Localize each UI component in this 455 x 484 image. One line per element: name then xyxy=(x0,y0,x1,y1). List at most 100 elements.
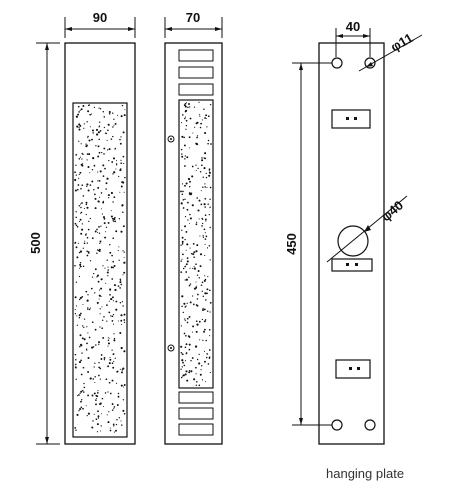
side-glass-speckle xyxy=(201,379,204,381)
front-glass-speckle xyxy=(113,339,116,342)
side-glass-speckle xyxy=(184,215,187,218)
front-glass-speckle xyxy=(94,328,97,331)
front-glass-speckle xyxy=(119,281,122,284)
front-glass-speckle xyxy=(93,413,95,415)
front-glass-speckle xyxy=(79,392,81,394)
side-glass-speckle xyxy=(186,243,189,246)
side-glass-speckle xyxy=(181,114,184,116)
front-glass-speckle xyxy=(76,226,79,228)
front-glass-speckle xyxy=(106,139,108,141)
side-glass-speckle xyxy=(204,238,207,240)
front-glass-speckle xyxy=(107,391,109,393)
side-glass-speckle xyxy=(181,353,184,356)
front-glass-speckle xyxy=(94,197,97,200)
front-glass-speckle xyxy=(121,301,123,303)
front-glass-speckle xyxy=(113,264,116,268)
side-glass-speckle xyxy=(191,331,193,333)
front-glass-speckle xyxy=(113,171,116,174)
side-glass-speckle xyxy=(208,349,211,351)
side-glass-speckle xyxy=(189,213,191,216)
front-glass-speckle xyxy=(74,178,77,182)
front-glass-speckle xyxy=(88,153,91,156)
front-glass-speckle xyxy=(116,114,119,116)
side-glass-speckle xyxy=(205,339,207,342)
plate-slot-lower-mark-2 xyxy=(357,367,360,370)
side-glass-speckle xyxy=(190,359,192,362)
side-glass-speckle xyxy=(184,318,186,320)
front-glass-speckle xyxy=(119,331,122,335)
side-glass-speckle xyxy=(209,371,211,374)
front-glass-speckle xyxy=(76,324,79,326)
front-glass-speckle xyxy=(77,105,80,108)
side-glass-speckle xyxy=(204,183,206,185)
front-glass-speckle xyxy=(116,419,118,421)
front-glass-speckle xyxy=(96,423,99,426)
side-bottom-slot-2 xyxy=(178,407,214,420)
side-glass-speckle xyxy=(204,360,206,363)
front-glass-speckle xyxy=(83,382,85,385)
front-glass-speckle xyxy=(98,248,101,251)
side-glass-speckle xyxy=(202,295,205,298)
side-glass-speckle xyxy=(203,108,205,110)
plate-slot-upper xyxy=(331,109,371,129)
front-glass-speckle xyxy=(78,314,81,317)
side-glass-speckle xyxy=(198,362,201,365)
front-glass-speckle xyxy=(97,180,99,182)
front-glass-speckle xyxy=(79,407,82,411)
side-glass-speckle xyxy=(182,267,185,270)
front-glass-speckle xyxy=(102,175,105,177)
side-glass-speckle xyxy=(195,286,198,289)
front-glass-speckle xyxy=(111,379,114,382)
front-glass-speckle xyxy=(85,233,87,235)
front-glass-speckle xyxy=(100,354,103,356)
side-glass-speckle xyxy=(184,116,187,118)
front-glass-speckle xyxy=(92,132,94,134)
side-glass-speckle xyxy=(188,284,191,287)
front-glass-speckle xyxy=(74,427,77,429)
side-glass-speckle xyxy=(208,213,210,216)
side-glass-panel xyxy=(178,99,214,389)
side-glass-speckle xyxy=(204,275,206,277)
front-glass-speckle xyxy=(74,308,76,311)
front-glass-speckle xyxy=(103,218,106,220)
front-glass-speckle xyxy=(123,412,126,415)
side-width-arrow-left xyxy=(165,27,172,31)
side-width-arrow-right xyxy=(215,27,222,31)
front-glass-speckle xyxy=(123,163,125,165)
side-glass-speckle xyxy=(209,335,211,337)
front-glass-speckle xyxy=(78,128,81,131)
front-glass-speckle xyxy=(117,250,119,252)
front-glass-speckle xyxy=(83,391,85,393)
front-glass-speckle xyxy=(115,163,118,165)
hanging-plate-view: 40 φ11 φ40 450 xyxy=(284,19,423,481)
front-glass-speckle xyxy=(94,193,96,196)
side-glass-speckle xyxy=(201,290,203,292)
front-glass-speckle xyxy=(83,338,86,341)
front-glass-speckle xyxy=(87,307,89,309)
front-glass-speckle xyxy=(78,173,80,176)
side-glass-speckle xyxy=(180,368,182,370)
front-glass-speckle xyxy=(120,319,123,322)
side-glass-speckle xyxy=(197,293,199,296)
side-glass-speckle xyxy=(195,263,197,265)
side-glass-speckle xyxy=(195,384,197,386)
front-glass-speckle xyxy=(100,425,102,427)
side-glass-speckle xyxy=(207,203,209,205)
front-glass-speckle xyxy=(108,159,110,162)
front-glass-speckle xyxy=(113,360,115,363)
front-glass-speckle xyxy=(80,250,82,252)
front-glass-speckle xyxy=(106,149,109,151)
front-glass-speckle xyxy=(75,363,77,366)
side-glass-speckle xyxy=(185,352,188,354)
front-glass-speckle xyxy=(77,395,79,397)
side-glass-speckle xyxy=(208,356,211,359)
front-glass-speckle xyxy=(79,267,81,269)
front-glass-speckle xyxy=(87,110,90,113)
side-glass-speckle xyxy=(198,101,200,103)
side-glass-speckle xyxy=(182,375,184,377)
side-glass-speckle xyxy=(206,186,208,189)
side-glass-speckle xyxy=(183,144,186,147)
side-glass-speckle xyxy=(181,229,183,231)
side-glass-speckle xyxy=(189,180,191,183)
